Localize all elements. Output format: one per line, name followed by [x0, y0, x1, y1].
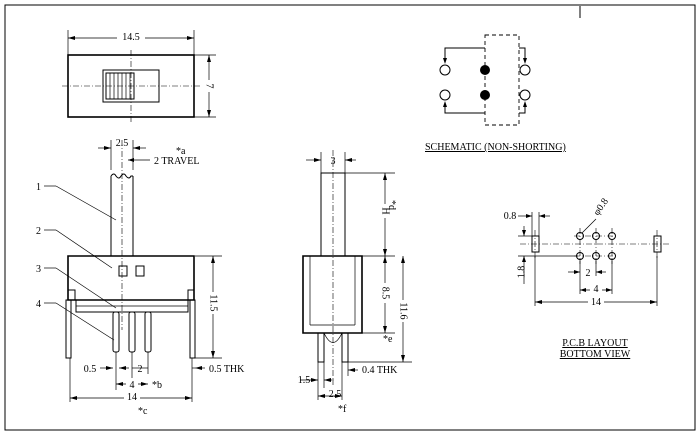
schematic-slider-box	[484, 34, 520, 126]
hole-diameter-label: φ0.8	[591, 196, 610, 217]
note-a: *a	[176, 146, 186, 157]
pin-span-label: 4	[130, 380, 135, 391]
side-thickness-label: 0.4 THK	[362, 365, 398, 376]
slider-slot-right	[135, 265, 145, 277]
drawing-border	[4, 4, 696, 431]
note-e: *e	[383, 334, 393, 345]
pcb-label-line2: BOTTOM VIEW	[560, 349, 631, 360]
slider-window	[102, 69, 160, 103]
side-pin-spacing-label: 2.5	[329, 389, 342, 400]
mounting-leg-left	[65, 299, 72, 359]
front-height-label: 11.5	[208, 294, 219, 311]
side-pin-spacing-left-label: 1.5	[298, 375, 311, 386]
callout-4: 4	[36, 299, 41, 310]
terminal-6	[519, 89, 531, 101]
overall-width-label: 14	[127, 392, 137, 403]
thickness-label: 0.5 THK	[209, 364, 245, 375]
callout-2: 2	[36, 226, 41, 237]
pin-1	[112, 311, 120, 353]
note-f: *f	[338, 404, 347, 415]
lever-pitch-label: 2.5	[116, 138, 129, 149]
schematic-label: SCHEMATIC (NON-SHORTING)	[425, 142, 566, 153]
top-view-width-label: 14.5	[122, 32, 140, 43]
note-c: *c	[138, 406, 148, 417]
pad-offset-label: 0.8	[504, 211, 517, 222]
callout-3: 3	[36, 264, 41, 275]
lever-break-line	[110, 173, 133, 179]
top-view: 14.5 7	[62, 30, 216, 122]
pcb-label-line1: P.C.B LAYOUT	[562, 338, 627, 349]
lever-height-label: H	[380, 207, 391, 214]
row-gap-label: 1.8	[516, 266, 527, 279]
pin-3	[144, 311, 152, 353]
terminal-1	[439, 64, 451, 76]
note-d: *d	[386, 200, 397, 210]
mounting-leg-right	[189, 299, 196, 359]
side-pin-right	[341, 333, 349, 363]
pin-2	[128, 311, 136, 353]
side-overall-label: 11.6	[398, 302, 409, 319]
switch-housing	[67, 255, 195, 301]
top-view-height-label: 7	[204, 84, 215, 89]
terminal-3	[519, 64, 531, 76]
side-pin-left	[317, 333, 325, 363]
pcb-overall-label: 14	[591, 297, 601, 308]
travel-label: 2 TRAVEL	[154, 156, 199, 167]
schematic: SCHEMATIC (NON-SHORTING)	[425, 34, 566, 153]
pcb-holes	[574, 228, 618, 264]
terminal-4	[439, 89, 451, 101]
terminal-common-1	[480, 65, 490, 75]
pcb-layout: 0.8 φ0.8 1.8 2 4 14 P.C.B LAYOU	[504, 196, 670, 360]
inner-pitch-label: 2	[586, 268, 591, 279]
pad-left	[531, 235, 540, 253]
note-b: *b	[152, 380, 162, 391]
front-view: 2.5 *a 2 TRAVEL 1 2 3 4	[36, 138, 245, 417]
terminal-common-2	[480, 90, 490, 100]
pad-right	[653, 235, 662, 253]
slider-knob-ridges	[109, 73, 131, 99]
side-top-label: 3	[331, 156, 336, 167]
slider-slot-left	[118, 265, 128, 277]
side-housing	[302, 255, 363, 334]
callout-1: 1	[36, 182, 41, 193]
pin-pitch-label: 2	[138, 364, 143, 375]
side-view: 3 H *d 8.5 *e 11.6	[298, 150, 412, 415]
pin-offset-label: 0.5	[84, 364, 97, 375]
side-body-height-label: 8.5	[380, 287, 391, 300]
slider-knob	[105, 72, 135, 100]
inner-span-label: 4	[594, 284, 599, 295]
